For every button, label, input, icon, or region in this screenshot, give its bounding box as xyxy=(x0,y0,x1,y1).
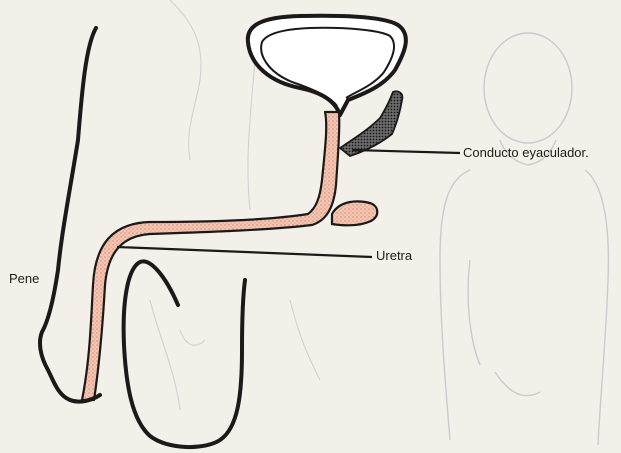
leader-line-conducto xyxy=(352,150,460,153)
seminal-vesicle xyxy=(332,201,377,225)
label-uretra: Uretra xyxy=(376,248,412,263)
label-conducto-eyaculador: Conducto eyaculador. xyxy=(463,145,589,160)
bladder-outline xyxy=(248,16,406,115)
scrotum-outline xyxy=(124,261,245,447)
label-pene: Pene xyxy=(9,271,39,286)
background-figure-sketch xyxy=(440,33,608,445)
leader-line-uretra xyxy=(117,247,372,257)
urethra-channel xyxy=(82,112,339,400)
